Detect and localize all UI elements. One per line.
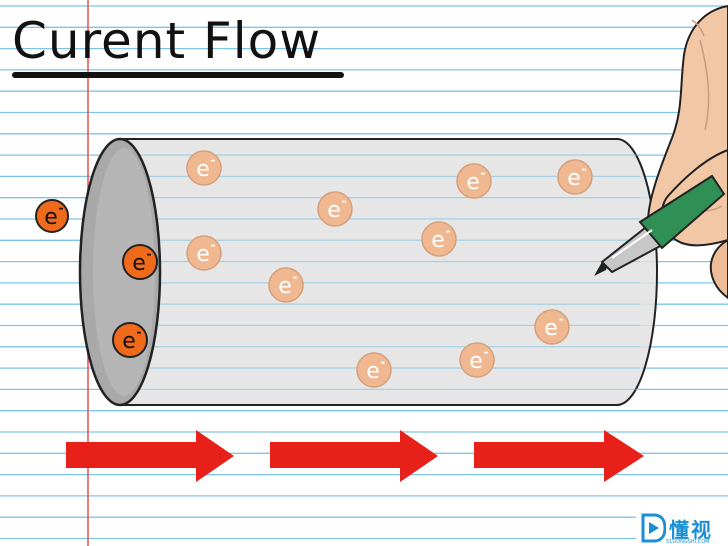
electron-icon: e- [356, 352, 392, 388]
electron-charge: - [59, 201, 64, 215]
electron-icon: e- [35, 199, 69, 233]
electron-charge: - [484, 345, 489, 359]
electron-charge: - [342, 194, 347, 208]
current-arrows [66, 430, 644, 482]
electron-charge: - [582, 162, 587, 176]
electrons: e-e-e-e-e-e-e-e-e-e-e-e-e- [35, 150, 593, 388]
electron-charge: - [381, 355, 386, 369]
page-title: Curent Flow [12, 12, 322, 70]
electron-label: e [44, 205, 58, 230]
electron-label: e [544, 316, 558, 341]
play-logo-icon [641, 513, 666, 543]
electron-icon: e- [122, 244, 158, 280]
arrow-right-icon [474, 430, 644, 482]
wire-tube [78, 137, 658, 407]
electron-label: e [132, 251, 146, 276]
electron-label: e [278, 274, 292, 299]
arrow-right-icon [66, 430, 234, 482]
electron-icon: e- [456, 163, 492, 199]
electron-icon: e- [268, 267, 304, 303]
electron-label: e [567, 166, 581, 191]
electron-icon: e- [459, 342, 495, 378]
electron-label: e [431, 228, 445, 253]
electron-charge: - [211, 238, 216, 252]
electron-charge: - [559, 312, 564, 326]
pen-icon [594, 174, 726, 276]
electron-charge: - [293, 270, 298, 284]
electron-icon: e- [186, 150, 222, 186]
electron-icon: e- [534, 309, 570, 345]
electron-icon: e- [112, 322, 148, 358]
electron-icon: e- [186, 235, 222, 271]
electron-charge: - [481, 166, 486, 180]
electron-label: e [196, 242, 210, 267]
tube-stripes [140, 154, 640, 390]
arrow-right-icon [270, 430, 438, 482]
electron-icon: e- [421, 221, 457, 257]
electron-label: e [196, 157, 210, 182]
electron-charge: - [137, 325, 142, 339]
electron-label: e [366, 359, 380, 384]
electron-label: e [327, 198, 341, 223]
electron-icon: e- [557, 159, 593, 195]
electron-charge: - [147, 247, 152, 261]
electron-charge: - [211, 153, 216, 167]
hand-icon [646, 4, 728, 300]
electron-label: e [122, 329, 136, 354]
electron-label: e [469, 349, 483, 374]
electron-charge: - [446, 224, 451, 238]
electron-label: e [466, 170, 480, 195]
title-underline [12, 72, 344, 78]
watermark-text: 懂视 [669, 517, 713, 542]
watermark-subtext: 51DONGSHI.COM [666, 539, 710, 545]
watermark: 懂视 51DONGSHI.COM [636, 510, 728, 546]
electron-icon: e- [317, 191, 353, 227]
